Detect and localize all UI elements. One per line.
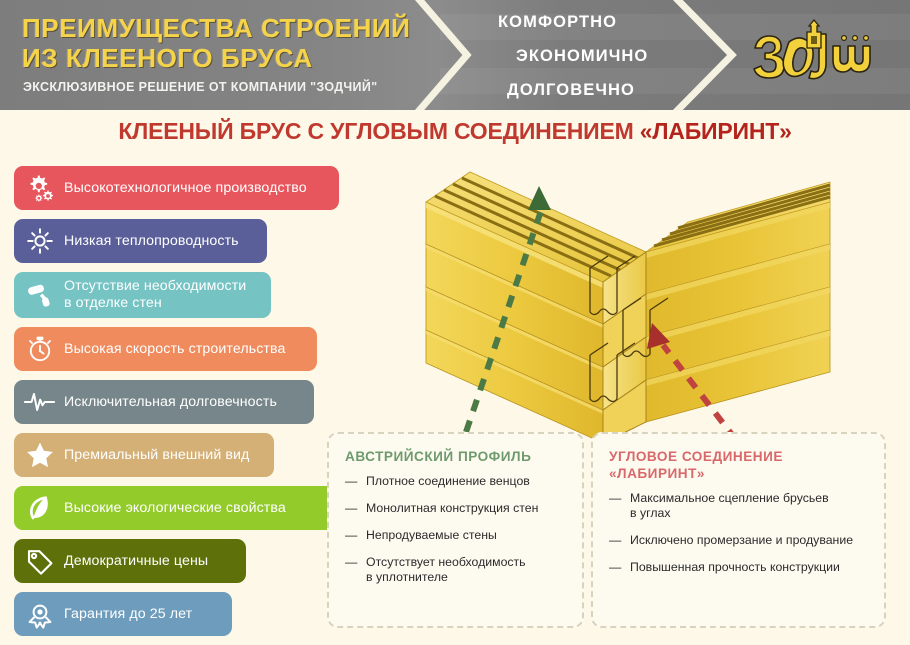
page-title-accent: «ЛАБИРИНТ» [639, 118, 792, 144]
header-title-line2: ИЗ КЛЕЕНОГО БРУСА [22, 43, 313, 73]
benefit-pill-label: Демократичные цены [64, 552, 209, 569]
card-corner-heading: УГЛОВОЕ СОЕДИНЕНИЕ «ЛАБИРИНТ» [609, 448, 868, 482]
list-item: — Непродуваемые стены [345, 528, 566, 543]
header-word-economical: ЭКОНОМИЧНО [516, 47, 649, 65]
card-corner-heading-line1: УГЛОВОЕ СОЕДИНЕНИЕ [609, 449, 783, 464]
left-wall-logs [425, 201, 604, 444]
benefit-pill[interactable]: Гарантия до 25 лет [14, 592, 232, 636]
list-item-text-line2: в уплотнителе [366, 570, 448, 584]
card-austrian-heading: АВСТРИЙСКИЙ ПРОФИЛЬ [345, 449, 532, 464]
list-item: — Монолитная конструкция стен [345, 501, 566, 516]
card-austrian-list: — Плотное соединение венцов — Монолитная ко… [345, 474, 566, 585]
page-title-text: КЛЕЕНЫЙ БРУС С УГЛОВЫМ СОЕДИНЕНИЕМ [118, 118, 640, 144]
zodchiy-logo [745, 18, 885, 92]
bullet-dash-icon: — [609, 560, 622, 574]
pulse-icon [24, 386, 56, 418]
benefit-pill[interactable]: Демократичные цены [14, 539, 246, 583]
bullet-dash-icon: — [345, 501, 358, 515]
list-item-text: Исключено промерзание и продувание [630, 533, 854, 547]
list-item: — Плотное соединение венцов [345, 474, 566, 489]
list-item-text: Максимальное сцепление брусьев [630, 491, 829, 505]
card-corner-joint: УГЛОВОЕ СОЕДИНЕНИЕ «ЛАБИРИНТ» — Максималь… [591, 432, 886, 628]
benefit-pill[interactable]: Низкая теплопроводность [14, 219, 267, 263]
benefit-pill-label: Высокие экологические свойства [64, 499, 286, 516]
header-word-comfortable: КОМФОРТНО [498, 13, 618, 31]
leaf-icon [24, 492, 56, 524]
green-pointer-arrow [463, 186, 551, 433]
list-item-text: Непродуваемые стены [366, 528, 497, 542]
header-title: ПРЕИМУЩЕСТВА СТРОЕНИЙ ИЗ КЛЕЕНОГО БРУСА [22, 13, 442, 73]
list-item-text: Плотное соединение венцов [366, 474, 530, 488]
benefit-pill-label-line2: в отделке стен [64, 295, 162, 311]
bullet-dash-icon: — [609, 491, 622, 505]
page-title: КЛЕЕНЫЙ БРУС С УГЛОВЫМ СОЕДИНЕНИЕМ «ЛАБИ… [0, 118, 910, 145]
right-top-grooves [645, 181, 831, 253]
benefit-pill-label: Высокая скорость строительства [64, 340, 286, 357]
list-item: — Повышенная прочность конструкции [609, 560, 868, 575]
header-benefit-words: КОМФОРТНО ЭКОНОМИЧНО ДОЛГОВЕЧНО [498, 0, 748, 110]
list-item-text: Монолитная конструкция стен [366, 501, 539, 515]
paint-roller-icon [24, 279, 56, 311]
bullet-dash-icon: — [345, 474, 358, 488]
benefit-pill[interactable]: Высокотехнологичное производство [14, 166, 339, 210]
benefit-pill[interactable]: Высокие экологические свойства [14, 486, 337, 530]
benefit-pill-label: Высокотехнологичное производство [64, 179, 307, 196]
card-austrian-profile: АВСТРИЙСКИЙ ПРОФИЛЬ — Плотное соединение … [327, 432, 584, 628]
benefit-pill[interactable]: Высокая скорость строительства [14, 327, 317, 371]
sun-icon [24, 225, 56, 257]
right-wall-logs [645, 201, 831, 423]
list-item-text-line2: в углах [630, 506, 671, 520]
gears-icon [24, 172, 56, 204]
benefit-pill-label: Исключительная долговечность [64, 393, 277, 410]
benefit-pill-label: Гарантия до 25 лет [64, 605, 193, 622]
header-bar: ПРЕИМУЩЕСТВА СТРОЕНИЙ ИЗ КЛЕЕНОГО БРУСА … [0, 0, 910, 110]
card-corner-heading-line2: «ЛАБИРИНТ» [609, 466, 705, 481]
left-top-grooves [425, 171, 647, 283]
header-word-durable: ДОЛГОВЕЧНО [507, 81, 635, 99]
benefit-pill[interactable]: Исключительная долговечность [14, 380, 314, 424]
benefits-list: Высокотехнологичное производство Низкая … [14, 166, 339, 645]
award-icon [24, 598, 56, 630]
red-pointer-arrow [647, 323, 739, 442]
benefit-pill[interactable]: Премиальный внешний вид [14, 433, 274, 477]
benefit-pill-label: Премиальный внешний вид [64, 446, 250, 463]
bullet-dash-icon: — [345, 555, 358, 569]
bullet-dash-icon: — [609, 533, 622, 547]
stopwatch-icon [24, 333, 56, 365]
header-title-line1: ПРЕИМУЩЕСТВА СТРОЕНИЙ [22, 13, 411, 43]
header-subtitle: ЭКСКЛЮЗИВНОЕ РЕШЕНИЕ ОТ КОМПАНИИ "ЗОДЧИЙ… [23, 80, 378, 94]
list-item-text: Повышенная прочность конструкции [630, 560, 840, 574]
price-tag-icon [24, 545, 56, 577]
timber-corner-illustration [418, 160, 838, 444]
benefit-pill-label: Низкая теплопроводность [64, 232, 239, 249]
star-icon [24, 439, 56, 471]
list-item: — Исключено промерзание и продувание [609, 533, 868, 548]
list-item-text: Отсутствует необходимость [366, 555, 526, 569]
bullet-dash-icon: — [345, 528, 358, 542]
corner-interlock [589, 251, 669, 444]
